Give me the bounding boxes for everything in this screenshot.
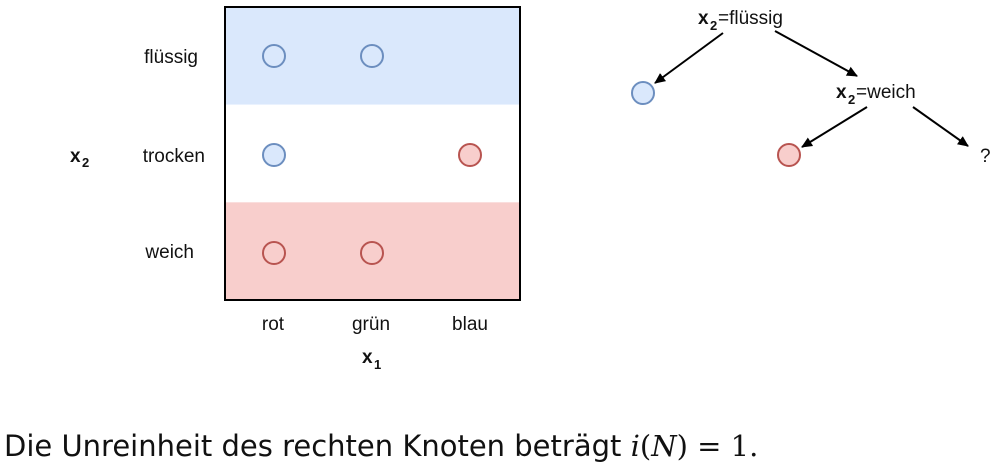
x-axis-label: x 1: [362, 347, 381, 372]
inner-sub: 2: [848, 92, 855, 107]
leaf-left-node: [631, 81, 655, 105]
plot-frame: [224, 6, 521, 301]
data-point-2: [262, 143, 286, 167]
data-point-5: [360, 241, 384, 265]
edge-inner-left: [801, 106, 868, 148]
data-points: [262, 44, 482, 265]
caption-text: Die Unreinheit des rechten Knoten beträg…: [4, 429, 631, 463]
y-axis-sub: 2: [82, 155, 89, 170]
edge-inner-right: [912, 106, 969, 147]
col-label-blau: blau: [452, 314, 488, 335]
row-label-trocken: trocken: [143, 146, 205, 167]
root-cond: =flüssig: [718, 8, 783, 29]
root-sub: 2: [710, 18, 717, 33]
root-var: x: [698, 8, 709, 29]
col-label-gruen: grün: [352, 314, 390, 335]
row-label-weich: weich: [144, 242, 194, 263]
col-label-rot: rot: [262, 314, 285, 335]
data-point-4: [262, 241, 286, 265]
data-point-1: [360, 44, 384, 68]
caption-line: Die Unreinheit des rechten Knoten beträg…: [4, 429, 758, 463]
row-label-fluessig: flüssig: [144, 47, 198, 68]
leaf-mid-node: [777, 143, 801, 167]
feature-space-plot: flüssig trocken weich rot grün blau x 2 …: [70, 6, 521, 372]
tree-inner-node: x 2 =weich: [836, 82, 916, 107]
caption-N: N: [650, 429, 678, 463]
inner-var: x: [836, 82, 847, 103]
caption: Die Unreinheit des rechten Knoten beträg…: [4, 429, 758, 463]
leaf-right-unknown: ?: [980, 146, 991, 167]
tree-root-node: x 2 =flüssig: [698, 8, 783, 33]
data-point-0: [262, 44, 286, 68]
edge-root-left: [654, 32, 724, 84]
caption-close: ) = 1.: [677, 429, 759, 463]
x-axis-sub: 1: [374, 357, 381, 372]
caption-i: i: [631, 429, 640, 463]
data-point-3: [458, 143, 482, 167]
x-axis-var: x: [362, 347, 373, 368]
edge-root-right: [774, 30, 858, 77]
decision-tree: x 2 =flüssig x 2 =weich ?: [631, 8, 991, 167]
caption-open: (: [640, 429, 651, 463]
y-axis-var: x: [70, 146, 81, 167]
inner-cond: =weich: [856, 82, 916, 103]
y-axis-label: x 2: [70, 146, 89, 170]
